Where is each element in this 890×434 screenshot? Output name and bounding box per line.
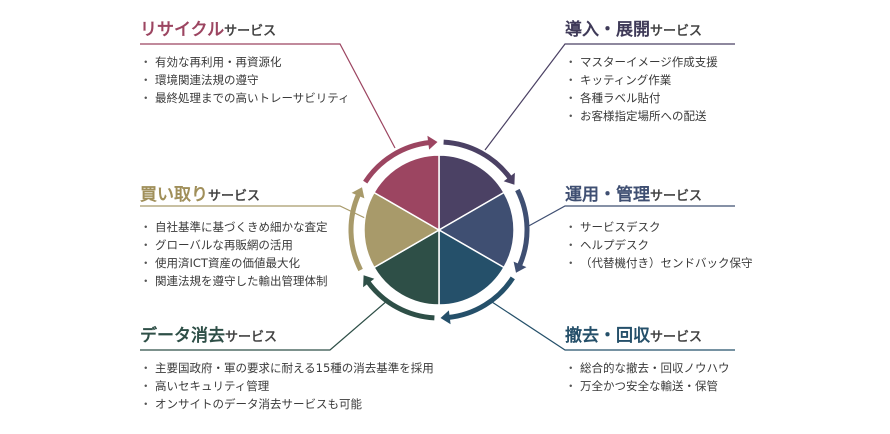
list-item: お客様指定場所への配送 — [565, 107, 718, 125]
list-item: 関連法規を遵守した輸出管理体制 — [140, 272, 328, 290]
recycle-pie-slice — [372, 154, 440, 232]
deploy-leader-line — [484, 43, 735, 151]
buy-leader-line — [140, 205, 366, 219]
list-item: 各種ラベル貼付 — [565, 89, 718, 107]
collect-service-block: 撤去・回収サービス 総合的な撤去・回収ノウハウ 万全かつ安全な輸送・保管 — [565, 328, 730, 396]
deploy-service-list: マスターイメージ作成支援 キッティング作業 各種ラベル貼付 お客様指定場所への配… — [565, 53, 718, 125]
leader-lines — [140, 43, 735, 351]
list-item: サービスデスク — [565, 218, 753, 236]
erase-service-block: データ消去サービス 主要国政府・軍の要求に耐える15種の消去基準を採用 高いセキ… — [140, 328, 434, 414]
list-item: キッティング作業 — [565, 71, 718, 89]
collect-service-list: 総合的な撤去・回収ノウハウ 万全かつ安全な輸送・保管 — [565, 359, 730, 395]
buy-arrowhead-icon — [351, 187, 365, 199]
pie-slices — [363, 154, 515, 306]
list-item: 最終処理までの高いトレーサビリティ — [140, 89, 350, 107]
operate-cycle-arc — [515, 188, 530, 267]
list-item: 総合的な撤去・回収ノウハウ — [565, 359, 730, 377]
operate-service-name: 運用・管理 — [565, 185, 650, 205]
list-item: 有効な再利用・再資源化 — [140, 53, 350, 71]
erase-pie-slice — [372, 228, 440, 306]
list-item: オンサイトのデータ消去サービスも可能 — [140, 395, 434, 413]
deploy-service-name: 導入・展開 — [565, 20, 650, 40]
operate-service-block: 運用・管理サービス サービスデスク ヘルプデスク （代替機付き）センドバック保守 — [565, 187, 753, 273]
buy-service-suffix: サービス — [208, 189, 261, 204]
list-item: 環境関連法規の遵守 — [140, 71, 350, 89]
collect-service-name: 撤去・回収 — [565, 326, 650, 346]
erase-service-suffix: サービス — [225, 330, 278, 345]
buy-service-title: 買い取りサービス — [140, 187, 328, 204]
operate-service-suffix: サービス — [650, 189, 703, 204]
operate-pie-slice — [437, 191, 515, 269]
collect-pie-slice — [438, 228, 506, 306]
buy-service-list: 自社基準に基づくきめ細かな査定 グローバルな再販網の活用 使用済ICT資産の価値… — [140, 218, 328, 290]
erase-cycle-arc — [365, 280, 435, 321]
buy-pie-slice — [363, 191, 441, 269]
erase-leader-line — [140, 299, 389, 351]
erase-service-name: データ消去 — [140, 326, 225, 346]
list-item: 万全かつ安全な輸送・保管 — [565, 377, 730, 395]
erase-service-title: データ消去サービス — [140, 328, 434, 345]
deploy-cycle-arc — [443, 139, 513, 180]
recycle-service-name: リサイクル — [140, 20, 225, 40]
buy-service-name: 買い取り — [140, 185, 208, 205]
recycle-arrowhead-icon — [427, 135, 438, 150]
operate-service-list: サービスデスク ヘルプデスク （代替機付き）センドバック保守 — [565, 218, 753, 272]
collect-leader-line — [491, 301, 735, 351]
buy-service-block: 買い取りサービス 自社基準に基づくきめ細かな査定 グローバルな再販網の活用 使用… — [140, 187, 328, 291]
list-item: グローバルな再販網の活用 — [140, 236, 328, 254]
recycle-service-block: リサイクルサービス 有効な再利用・再資源化 環境関連法規の遵守 最終処理までの高… — [140, 22, 350, 108]
deploy-service-title: 導入・展開サービス — [565, 22, 718, 39]
operate-arrowhead-icon — [513, 261, 527, 273]
list-item: 使用済ICT資産の価値最大化 — [140, 254, 328, 272]
recycle-leader-line — [140, 43, 396, 149]
operate-service-title: 運用・管理サービス — [565, 187, 753, 204]
recycle-service-suffix: サービス — [224, 24, 277, 39]
buy-cycle-arc — [348, 193, 363, 272]
list-item: 主要国政府・軍の要求に耐える15種の消去基準を採用 — [140, 359, 434, 377]
erase-arrowhead-icon — [363, 275, 375, 288]
list-item: 自社基準に基づくきめ細かな査定 — [140, 218, 328, 236]
list-item: 高いセキュリティ管理 — [140, 377, 434, 395]
list-item: マスターイメージ作成支援 — [565, 53, 718, 71]
cycle-arcs — [348, 135, 530, 325]
deploy-pie-slice — [438, 154, 506, 232]
list-item: ヘルプデスク — [565, 236, 753, 254]
deploy-service-suffix: サービス — [650, 24, 703, 39]
collect-service-suffix: サービス — [650, 330, 703, 345]
list-item: （代替機付き）センドバック保守 — [565, 254, 753, 272]
operate-leader-line — [524, 205, 735, 229]
deploy-arrowhead-icon — [503, 172, 515, 185]
recycle-service-title: リサイクルサービス — [140, 22, 350, 39]
collect-cycle-arc — [447, 276, 515, 320]
recycle-cycle-arc — [363, 140, 431, 184]
collect-service-title: 撤去・回収サービス — [565, 328, 730, 345]
collect-arrowhead-icon — [440, 310, 451, 325]
erase-service-list: 主要国政府・軍の要求に耐える15種の消去基準を採用 高いセキュリティ管理 オンサ… — [140, 359, 434, 413]
recycle-service-list: 有効な再利用・再資源化 環境関連法規の遵守 最終処理までの高いトレーサビリティ — [140, 53, 350, 107]
deploy-service-block: 導入・展開サービス マスターイメージ作成支援 キッティング作業 各種ラベル貼付 … — [565, 22, 718, 126]
